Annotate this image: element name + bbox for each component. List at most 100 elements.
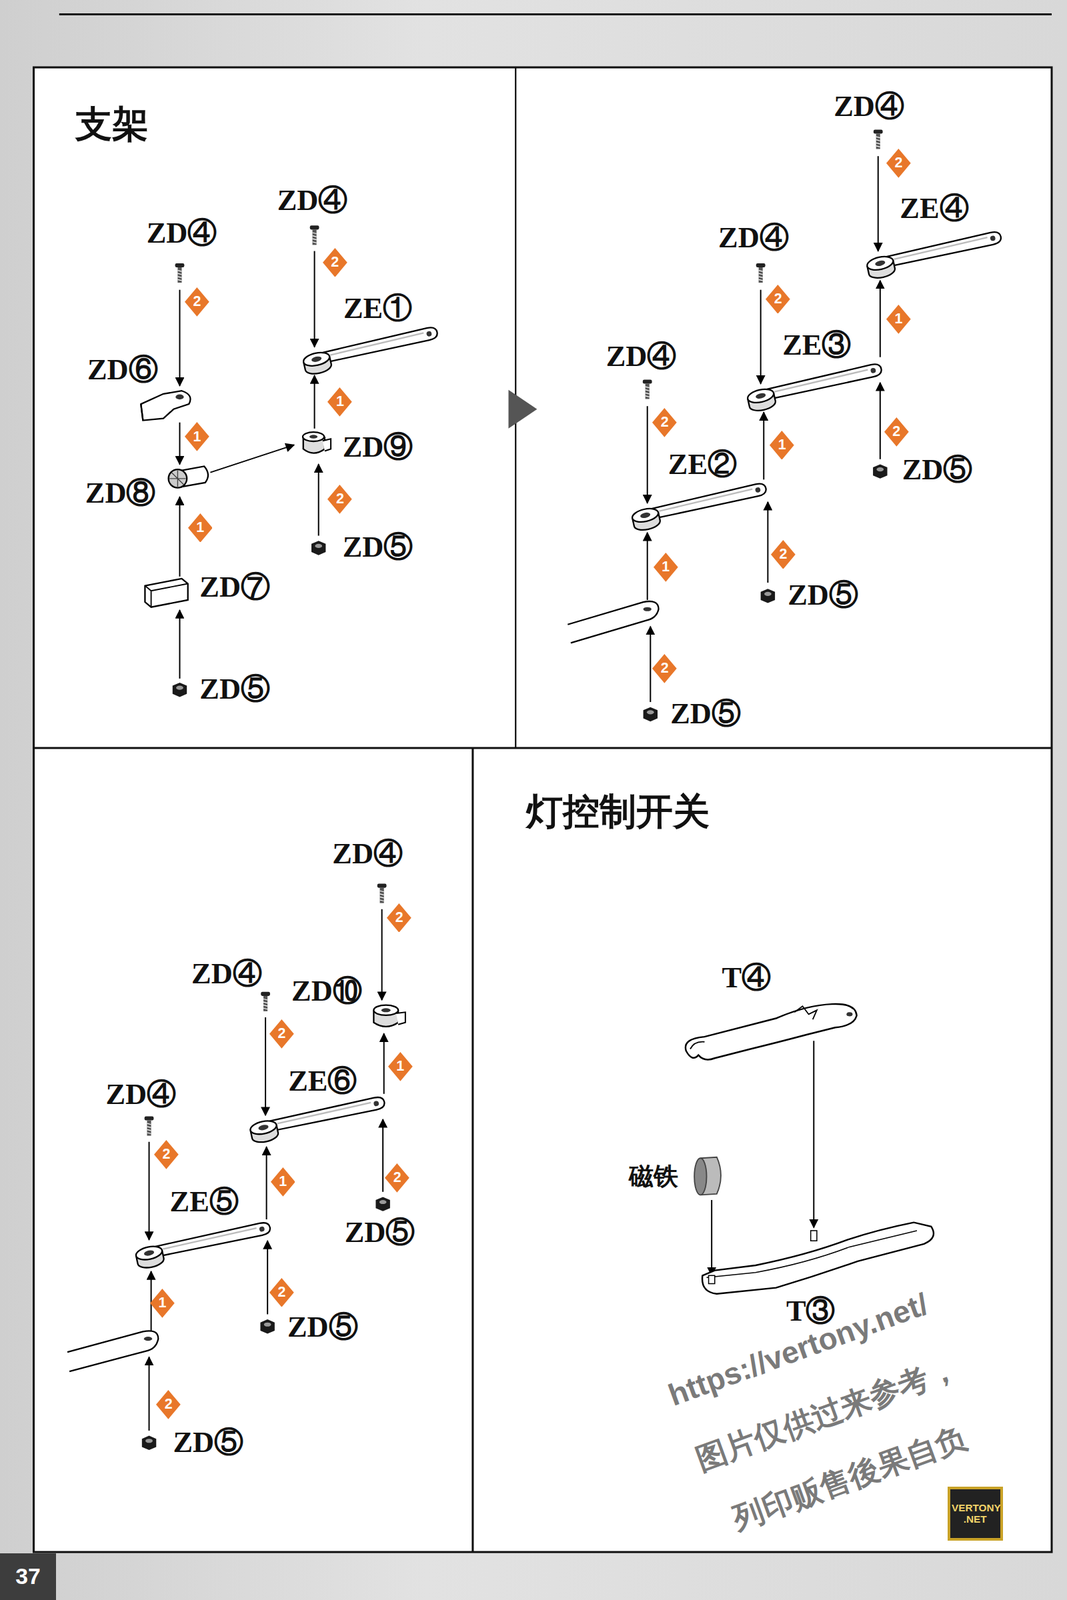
switch-assembly	[690, 1042, 705, 1050]
part-label: ZE③	[782, 328, 851, 362]
bracket-assembly-1	[140, 390, 191, 421]
page-frame	[508, 390, 537, 429]
part-label: ZD⑤	[173, 1426, 245, 1460]
callout-number: 2	[892, 424, 901, 441]
step-badge: 1	[886, 304, 911, 335]
badge-diamond	[386, 903, 412, 933]
step-badge: 2	[884, 417, 909, 447]
bracket-assembly-3	[67, 1331, 159, 1372]
bracket-assembly-3	[249, 1096, 388, 1146]
bracket-assembly-1	[318, 464, 320, 536]
bracket-assembly-1	[168, 469, 188, 489]
bracket-assembly-2	[766, 502, 769, 583]
badge-diamond	[184, 287, 210, 317]
step-badge: 2	[156, 1390, 181, 1420]
bracket-assembly-2	[649, 626, 651, 703]
bracket-assembly-2	[646, 532, 649, 601]
bracket-assembly-3	[260, 1319, 275, 1334]
step-badge: 2	[652, 408, 677, 438]
bracket-assembly-1	[322, 438, 331, 451]
callout-number: 2	[894, 155, 903, 172]
bracket-assembly-2	[642, 379, 653, 399]
badge-diamond	[652, 408, 677, 438]
step-badge: 2	[886, 148, 911, 179]
bracket-assembly-3	[150, 1271, 153, 1332]
part-label: ZD④	[191, 957, 263, 991]
bracket-assembly-1	[314, 251, 316, 348]
page-number: 37	[15, 1564, 41, 1590]
callout-number: 2	[778, 546, 787, 563]
bracket-assembly-2	[760, 290, 762, 385]
badge-diamond	[154, 1140, 179, 1170]
part-label: ZD④	[277, 184, 349, 217]
badge-diamond	[269, 1019, 295, 1049]
page-frame	[34, 67, 1053, 1553]
section-heading: 灯控制开关	[526, 791, 710, 833]
callout-number: 2	[278, 1285, 287, 1302]
bracket-assembly-2	[879, 280, 881, 358]
part-label: ZD⑨	[342, 430, 414, 464]
switch-assembly	[810, 1231, 817, 1242]
part-label: ZD⑤	[342, 530, 414, 564]
bracket-assembly-3	[142, 1436, 157, 1451]
callout-number: 2	[278, 1026, 287, 1043]
bracket-assembly-2	[865, 230, 1004, 281]
callout-number: 2	[774, 291, 783, 308]
badge-diamond	[322, 248, 348, 278]
badge-diamond	[156, 1390, 181, 1420]
bracket-assembly-1	[302, 326, 441, 377]
step-badge: 1	[327, 387, 353, 417]
badge-diamond	[886, 148, 911, 179]
bracket-assembly-1	[144, 584, 188, 608]
page-frame	[34, 14, 1053, 1553]
part-label: ZD④	[332, 837, 403, 871]
switch-assembly	[708, 1275, 715, 1284]
page-frame	[471, 748, 474, 1553]
step-badge: 2	[322, 248, 348, 278]
switch-assembly	[710, 1200, 713, 1276]
callout-number: 1	[396, 1058, 405, 1076]
bracket-assembly-1	[210, 444, 295, 473]
step-badge: 1	[769, 430, 795, 461]
part-label: ZD④	[105, 1078, 177, 1112]
callout-number: 1	[196, 520, 205, 537]
page-number-tab: 37	[0, 1553, 57, 1600]
callout-number: 1	[661, 559, 670, 576]
bracket-assembly-3	[375, 1197, 390, 1212]
bracket-assembly-2	[643, 607, 652, 612]
step-badge: 2	[384, 1163, 410, 1194]
step-badge: 2	[269, 1278, 295, 1308]
bracket-assembly-1	[140, 225, 441, 697]
part-label: ZE④	[899, 192, 969, 225]
step-badge: 2	[154, 1140, 179, 1170]
part-label: ZD⑤	[787, 578, 859, 612]
part-label: ZD⑦	[199, 570, 271, 604]
badge-diamond	[886, 304, 911, 335]
switch-assembly	[685, 1004, 934, 1295]
bracket-assembly-2	[567, 129, 1004, 722]
callout-number: 2	[193, 294, 202, 311]
bracket-assembly-3	[144, 1116, 155, 1136]
part-label: ZD⑤	[199, 672, 271, 706]
part-label: ZD⑤	[902, 453, 973, 487]
part-label: ZD④	[146, 216, 218, 250]
bracket-assembly-2	[646, 406, 649, 503]
part-label: ZD⑤	[670, 697, 741, 731]
bracket-assembly-3	[266, 1241, 269, 1315]
logo-text: VERTONY .NET	[951, 1503, 999, 1526]
bracket-assembly-1	[310, 225, 320, 245]
bracket-assembly-2	[877, 156, 879, 251]
part-label: ZD④	[718, 221, 789, 255]
bracket-assembly-3	[377, 884, 387, 904]
bracket-assembly-3	[373, 1005, 399, 1016]
step-badge: 2	[652, 654, 677, 684]
page-frame	[59, 13, 1052, 16]
callout-number: 1	[336, 394, 345, 411]
callout-number: 1	[193, 429, 202, 446]
step-badge: 2	[184, 287, 210, 317]
switch-assembly	[694, 1158, 707, 1196]
badge-diamond	[184, 422, 210, 452]
part-label: T④	[721, 961, 771, 995]
part-label: ZE②	[668, 448, 737, 481]
bracket-assembly-3	[381, 909, 383, 1001]
